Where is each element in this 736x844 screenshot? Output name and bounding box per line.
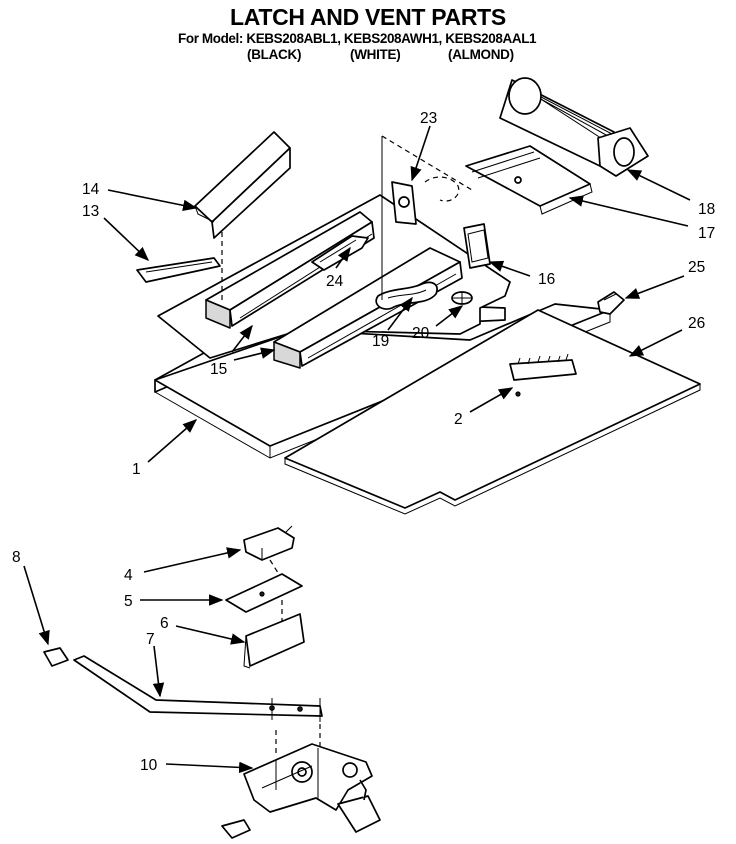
callout-16: 16: [538, 271, 555, 288]
diagram-title: LATCH AND VENT PARTS: [230, 4, 506, 30]
callout-19: 19: [372, 333, 389, 350]
callout-4: 4: [124, 567, 133, 584]
part-7-latch-arm: [73, 655, 323, 722]
model-line: For Model: KEBS208ABL1, KEBS208AWH1, KEB…: [178, 31, 537, 46]
callout-24: 24: [326, 273, 344, 290]
callout-13: 13: [82, 203, 99, 220]
leader-arrows: [23, 125, 691, 774]
callout-26: 26: [688, 315, 705, 332]
callout-1: 1: [132, 461, 141, 478]
callout-25: 25: [688, 259, 705, 276]
variant-almond: (ALMOND): [448, 47, 514, 62]
callout-23: 23: [420, 110, 437, 127]
callout-17: 17: [698, 225, 715, 242]
callout-7: 7: [146, 631, 155, 648]
callout-10: 10: [140, 757, 158, 774]
part-18-vent-motor: [499, 77, 649, 177]
variant-white: (WHITE): [350, 47, 401, 62]
part-10-latch-assembly: [221, 724, 381, 839]
callout-2: 2: [454, 411, 463, 428]
part-20-wheel: [451, 291, 473, 305]
part-4-switch: [243, 525, 295, 577]
diagram-header: LATCH AND VENT PARTS For Model: KEBS208A…: [0, 0, 736, 72]
callout-20: 20: [412, 325, 430, 342]
callout-6: 6: [160, 615, 169, 632]
part-19-link: [375, 281, 438, 310]
part-5-insulator: [225, 573, 303, 622]
callout-numbers: 14 13 15 23 16 18 17 24 19 20 25 26 2 1 …: [12, 110, 715, 774]
part-6-shield: [243, 613, 305, 669]
callout-18: 18: [698, 201, 715, 218]
callout-8: 8: [12, 549, 21, 566]
callout-5: 5: [124, 593, 133, 610]
callout-15: 15: [210, 361, 227, 378]
part-2-terminal-block: [509, 353, 577, 397]
part-17-vent-plate: [465, 145, 593, 215]
variant-black: (BLACK): [247, 47, 302, 62]
part-8-roller: [43, 647, 69, 667]
part-23-bracket: [381, 135, 473, 300]
part-25-clip: [597, 291, 625, 315]
part-26-panel: [284, 309, 701, 515]
part-13-gasket: [136, 257, 221, 283]
callout-14: 14: [82, 181, 100, 198]
